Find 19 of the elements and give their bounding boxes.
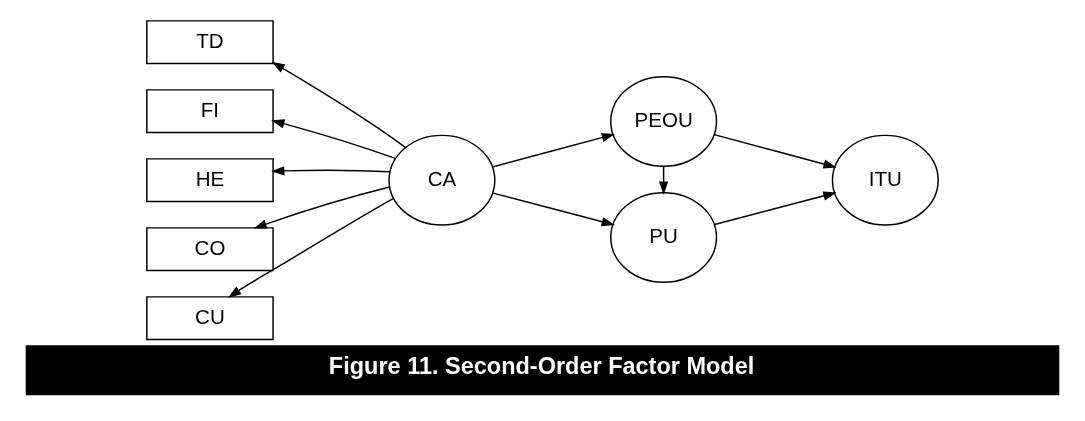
node-ellipse: PU [610,191,718,283]
arrow [713,133,837,169]
caption: Figure 11. Second-Order Factor Model [328,352,755,379]
arrow [271,165,391,175]
arrow [253,185,391,229]
node-ellipse: ITU [831,134,939,226]
node-box: HE [146,157,274,202]
arrow [492,191,615,226]
node-box: FI [146,88,274,133]
node-ellipse: PEOU [610,75,718,167]
arrow [271,61,407,148]
node-box: CU [146,295,274,340]
node-box: TD [146,19,274,64]
arrow [228,197,394,298]
node-box: CO [146,226,274,271]
arrow [271,118,396,159]
arrow [714,190,837,225]
node-ellipse: CA [388,134,496,226]
arrow [491,132,615,168]
